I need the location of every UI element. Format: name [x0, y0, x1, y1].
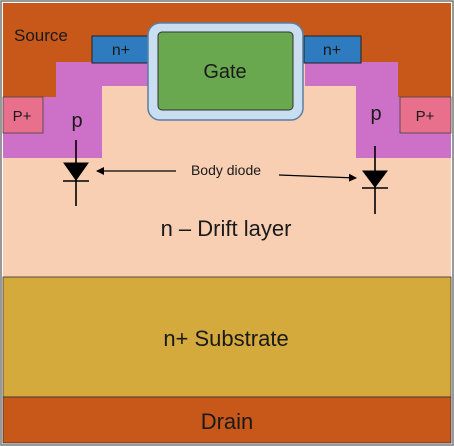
body-diode-left-symbol [63, 140, 89, 206]
p-plus-right [399, 96, 452, 134]
body-diode-label: Body diode [191, 162, 261, 178]
p-left-label: p [71, 110, 82, 132]
gate-label: Gate [203, 61, 246, 83]
p-plus-left [2, 96, 44, 134]
p-right-label: p [370, 103, 381, 125]
p-plus-right-label: P+ [416, 108, 435, 125]
n-plus-right [303, 35, 362, 64]
drain-label: Drain [201, 409, 254, 434]
substrate-label: n+ Substrate [163, 326, 288, 351]
p-body-left [3, 62, 148, 158]
substrate-layer [2, 276, 452, 398]
p-plus-left-label: P+ [13, 108, 32, 125]
n-plus-left [91, 35, 151, 64]
source-label: Source [14, 26, 68, 45]
body-diode-right-symbol [362, 146, 388, 214]
n-plus-left-label: n+ [112, 42, 130, 59]
body-diode-arrow-right [278, 173, 357, 182]
gate-electrode [157, 31, 294, 111]
drift-layer-label: n – Drift layer [161, 216, 292, 241]
drain-metal [2, 396, 452, 444]
n-plus-right-label: n+ [323, 42, 341, 59]
p-body-right [305, 62, 451, 158]
